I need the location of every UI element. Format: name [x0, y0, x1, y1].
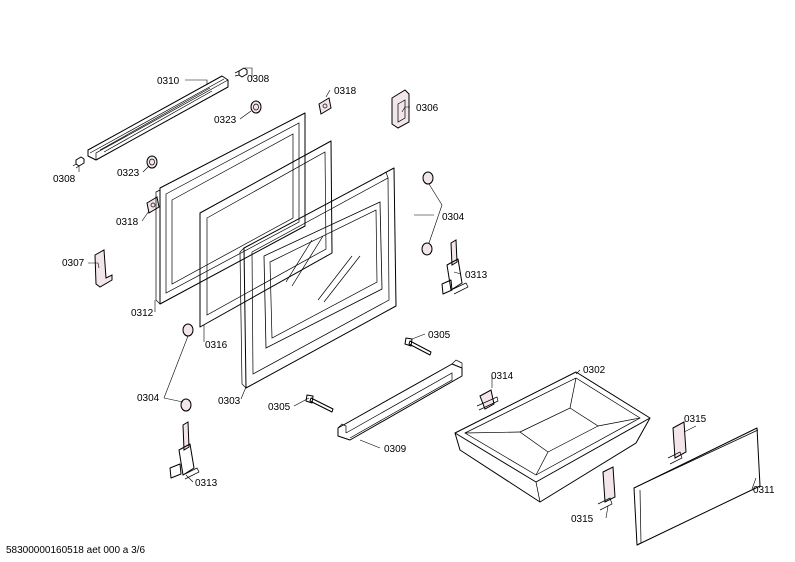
label-0313-left: 0313 — [195, 478, 218, 489]
label-0310: 0310 — [157, 76, 180, 87]
part-0318-bracket-left — [146, 196, 160, 214]
part-0310-trim-strip — [87, 75, 229, 161]
part-0315-clip-bottom — [597, 466, 616, 511]
label-0318-top: 0318 — [334, 86, 357, 97]
part-0311-drawer-front — [633, 427, 761, 546]
label-0306: 0306 — [416, 103, 439, 114]
label-0308-left: 0308 — [53, 174, 76, 185]
part-0308-screw-left — [72, 156, 85, 169]
part-0313-hinge-left — [169, 421, 200, 480]
label-0316: 0316 — [205, 340, 228, 351]
label-0304-left: 0304 — [137, 393, 160, 404]
part-0306-hinge-cover — [391, 89, 410, 129]
label-0305-left: 0305 — [268, 402, 291, 413]
label-0307: 0307 — [62, 258, 85, 269]
label-0305-right: 0305 — [428, 330, 451, 341]
part-0318-bracket-top — [318, 97, 332, 115]
drawing-number: 58300000160518 aet 000 a 3/6 — [6, 545, 145, 556]
part-0304-roller-left-top — [182, 323, 194, 337]
label-0303: 0303 — [218, 396, 241, 407]
part-0316-glass-frame — [199, 140, 333, 328]
label-0315-bottom: 0315 — [571, 514, 594, 525]
part-0307-side-bracket — [94, 249, 113, 288]
label-0312: 0312 — [131, 308, 154, 319]
part-0314-clip — [476, 389, 499, 411]
part-0312-inner-panel — [155, 112, 306, 305]
part-0302-drawer-tray — [454, 371, 651, 503]
label-0313-right: 0313 — [465, 270, 488, 281]
part-0305-screw-right — [404, 337, 432, 356]
part-0304-roller-right-bottom — [421, 242, 433, 256]
part-0323-grommet-top — [250, 100, 262, 114]
label-0311: 0311 — [753, 485, 775, 496]
label-0323-left: 0323 — [117, 168, 140, 179]
label-0302: 0302 — [583, 365, 606, 376]
label-0323-top: 0323 — [214, 115, 237, 126]
part-labels: 0310 0308 0308 0323 0323 0318 0318 0306 … — [53, 74, 775, 525]
part-0309-handle — [337, 359, 463, 441]
part-0304-roller-left-bottom — [180, 398, 192, 412]
part-0308-screw-top — [234, 67, 248, 78]
leader-lines — [78, 67, 757, 519]
label-0308-top: 0308 — [247, 74, 270, 85]
label-0314: 0314 — [491, 371, 514, 382]
label-0315-right: 0315 — [684, 414, 707, 425]
part-0304-roller-right-top — [422, 171, 434, 185]
label-0304-right: 0304 — [442, 212, 465, 223]
part-0313-hinge-right — [441, 239, 469, 295]
label-0318-left: 0318 — [116, 217, 139, 228]
part-0303-outer-door — [239, 167, 397, 389]
part-0315-clip-right — [667, 421, 687, 465]
part-0305-screw-left — [305, 394, 334, 413]
label-0309: 0309 — [384, 444, 407, 455]
part-0323-grommet-left — [146, 155, 158, 169]
